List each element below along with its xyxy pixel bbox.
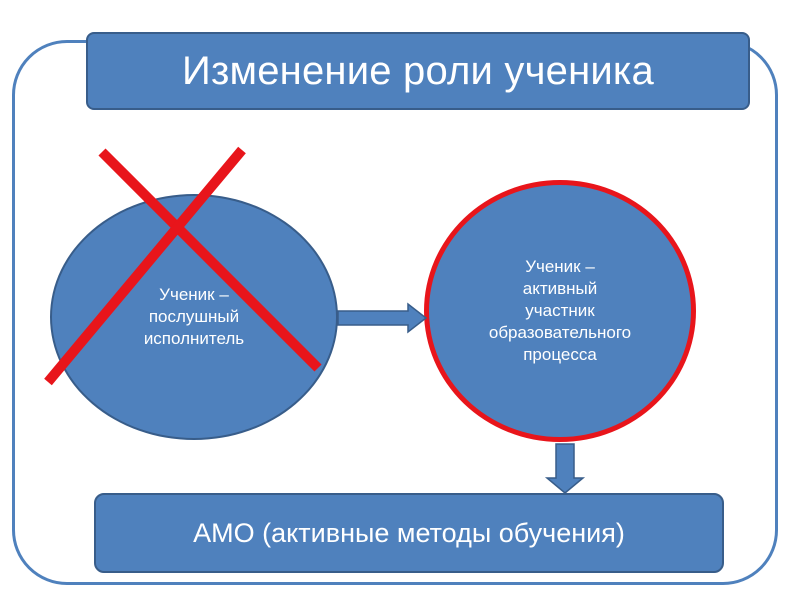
amo-box: АМО (активные методы обучения)	[94, 493, 724, 573]
new-role-label: Ученик – активный участник образовательн…	[488, 257, 632, 364]
old-role-label: Ученик – послушный исполнитель	[143, 285, 245, 348]
title-box: Изменение роли ученика	[86, 32, 750, 110]
diagram-title: Изменение роли ученика	[182, 48, 654, 93]
right-arrow-icon	[337, 302, 428, 334]
new-role-circle: Ученик – активный участник образовательн…	[424, 180, 696, 442]
cross-out-icon	[44, 146, 322, 386]
down-arrow-icon	[544, 443, 586, 494]
amo-label: АМО (активные методы обучения)	[193, 517, 625, 548]
